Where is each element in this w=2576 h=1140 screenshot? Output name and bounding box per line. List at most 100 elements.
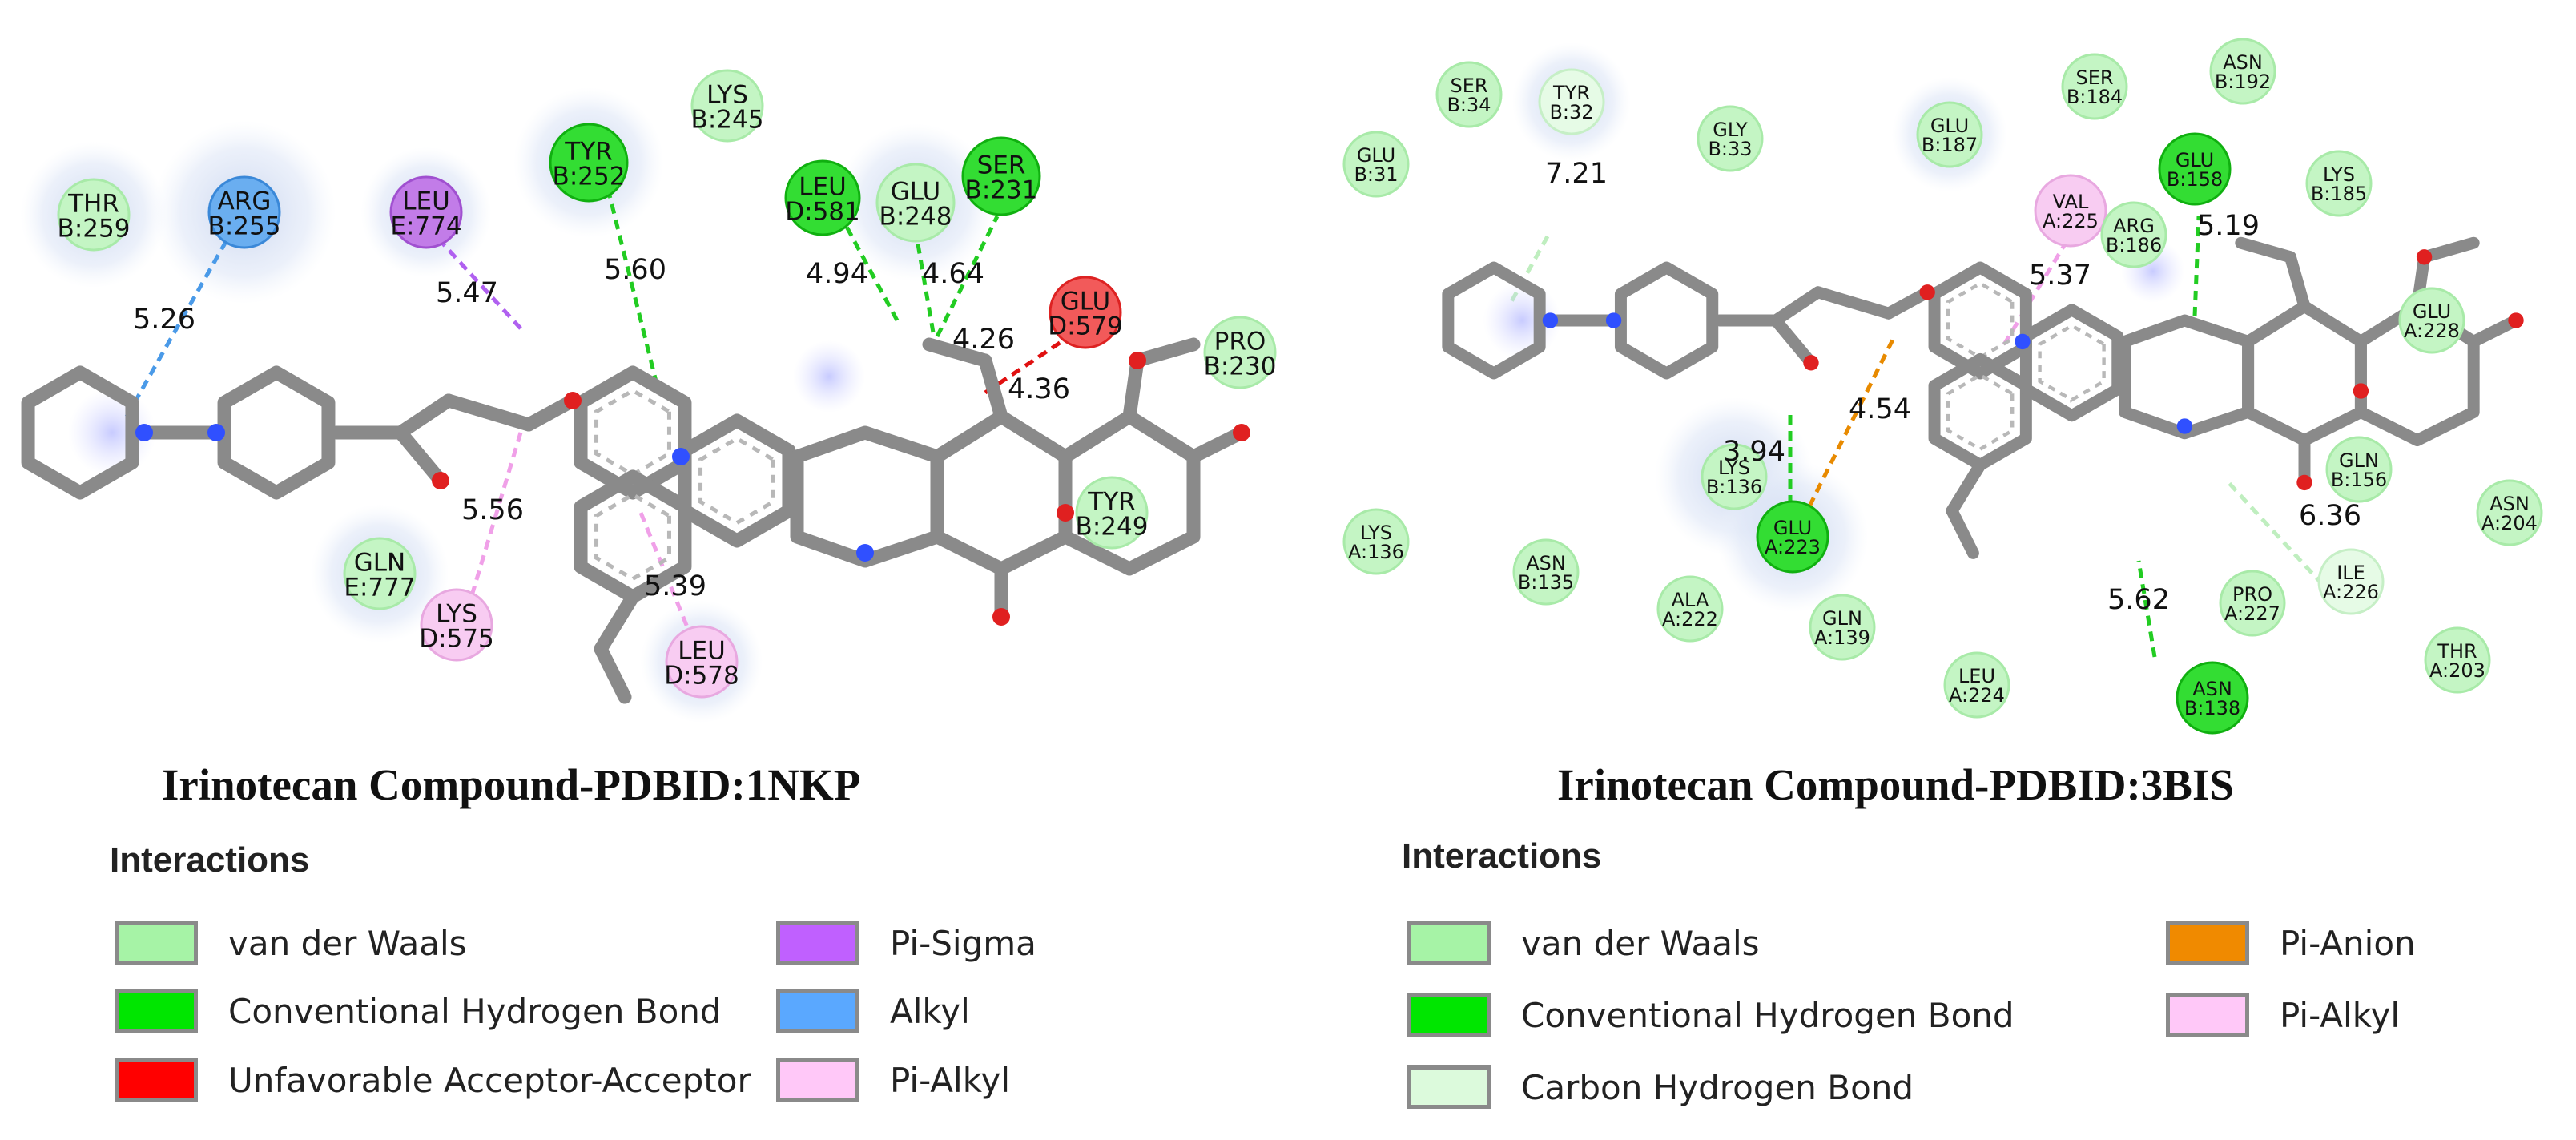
legend-swatch xyxy=(776,1058,859,1102)
residue-chain: E:774 xyxy=(390,211,461,240)
residue-chain: B:248 xyxy=(879,202,952,231)
interaction-line xyxy=(2136,560,2157,658)
legend-swatch xyxy=(2166,993,2249,1037)
residue-name: GLU xyxy=(2176,149,2214,171)
residue-name: GLU xyxy=(1357,144,1395,167)
residue-node xyxy=(2305,150,2373,217)
residue-node xyxy=(1697,105,1764,172)
residue-chain: D:579 xyxy=(1048,312,1122,340)
residue-chain: B:186 xyxy=(2106,234,2162,256)
residue-name: THR xyxy=(2437,640,2477,663)
interaction-line xyxy=(470,432,523,594)
residue-name: GLN xyxy=(1822,607,1862,630)
residue-name: SER xyxy=(977,151,1026,179)
residue-node xyxy=(389,175,463,249)
residue-node xyxy=(1203,316,1277,389)
residue-node xyxy=(2100,201,2167,268)
molecule-atom xyxy=(1129,352,1146,369)
distance-label: 4.54 xyxy=(1849,393,1911,425)
distance-label: 5.62 xyxy=(2107,584,2170,616)
interaction-line xyxy=(839,215,900,322)
legend-item-unfavorable-acceptor: Unfavorable Acceptor-Acceptor xyxy=(115,1058,751,1102)
molecule-atom xyxy=(1803,355,1819,371)
residue-chain: B:34 xyxy=(1447,94,1491,116)
residue-name: LYS xyxy=(706,80,748,109)
legend-label: Pi-Sigma xyxy=(890,923,1036,963)
residue-name: GLU xyxy=(1930,115,1969,137)
molecule-atom xyxy=(432,472,449,489)
residue-name: SER xyxy=(2075,66,2113,89)
residue-node xyxy=(1512,538,1580,606)
residue-chain: A:139 xyxy=(1814,626,1870,649)
residue-node xyxy=(2325,436,2393,503)
ethyl-glow xyxy=(793,340,865,413)
residue-node xyxy=(1943,651,2010,719)
residue-chain: A:204 xyxy=(2481,512,2538,534)
distance-label: 5.39 xyxy=(644,570,706,602)
legend-item-pi-sigma: Pi-Sigma xyxy=(776,921,1036,965)
residue-node xyxy=(875,163,956,243)
residue-name: LYS xyxy=(1360,522,1392,544)
residue-node xyxy=(2317,548,2385,615)
residue-node xyxy=(1538,68,1605,135)
residue-name: ARG xyxy=(218,187,272,216)
legend-item-conventional-hbond: Conventional Hydrogen Bond xyxy=(115,989,722,1033)
residue-node xyxy=(2476,479,2543,546)
residue-node xyxy=(2209,38,2276,105)
interaction-line xyxy=(1800,335,1897,522)
legend-swatch xyxy=(2166,921,2249,965)
distance-label: 5.47 xyxy=(436,277,498,309)
molecule-ring xyxy=(790,425,944,568)
molecule-atom xyxy=(1057,504,1074,522)
irinotecan-molecule-1nkp xyxy=(21,337,1250,704)
molecule-atom xyxy=(2176,418,2193,434)
residue-node xyxy=(2424,626,2491,694)
legend-item-pi-anion: Pi-Anion xyxy=(2166,921,2416,965)
residue-chain: A:136 xyxy=(1348,541,1404,563)
molecule-ring xyxy=(678,413,796,548)
residue-node xyxy=(1435,61,1503,128)
residue-chain: B:33 xyxy=(1708,138,1752,160)
residue-chain: B:156 xyxy=(2331,469,2387,491)
residue-name: LYS xyxy=(436,599,477,628)
molecule-atom xyxy=(207,424,225,441)
residue-node xyxy=(2176,661,2249,735)
residue-node xyxy=(1701,443,1768,510)
aromatic-ring-marker xyxy=(698,436,775,526)
aromatic-ring-marker xyxy=(1946,373,2015,452)
molecule-atom xyxy=(2508,312,2524,328)
interaction-line xyxy=(2002,227,2077,346)
distance-label: 4.36 xyxy=(1008,373,1070,405)
legend-item-carbon-hbond: Carbon Hydrogen Bond xyxy=(1407,1065,1914,1109)
distance-label: 5.60 xyxy=(604,254,666,286)
molecule-atom xyxy=(2296,474,2312,491)
molecule-bond xyxy=(1812,286,1895,320)
molecule-atom xyxy=(135,424,153,441)
residue-chain: A:223 xyxy=(1765,536,1821,558)
molecule-ring xyxy=(1614,261,1719,380)
residue-name: ARG xyxy=(2113,215,2155,237)
panel-1-caption: Irinotecan Compound-PDBID:1NKP xyxy=(162,760,861,809)
legend-swatch xyxy=(776,921,859,965)
aromatic-ring-marker xyxy=(2038,324,2106,402)
interaction-line xyxy=(124,215,243,418)
molecule-atom xyxy=(672,448,690,465)
molecule-atom xyxy=(564,392,582,409)
residue-node xyxy=(2219,570,2286,637)
residue-chain: B:249 xyxy=(1076,512,1149,541)
distance-label: 5.26 xyxy=(133,304,195,336)
residue-node xyxy=(2061,53,2128,120)
residue-chain: B:231 xyxy=(965,175,1038,204)
residue-chain: B:184 xyxy=(2067,86,2123,108)
residue-chain: B:158 xyxy=(2167,168,2223,191)
distance-label: 3.94 xyxy=(1723,436,1785,468)
molecule-bond xyxy=(1186,425,1249,464)
residue-name: ILE xyxy=(2337,562,2365,584)
residue-name: LYS xyxy=(2323,163,2355,186)
residue-node xyxy=(690,69,764,143)
distance-label: 6.36 xyxy=(2299,500,2361,532)
residue-name: LEU xyxy=(402,187,450,216)
molecule-atom xyxy=(2353,383,2369,399)
molecule-bond xyxy=(2235,236,2296,264)
